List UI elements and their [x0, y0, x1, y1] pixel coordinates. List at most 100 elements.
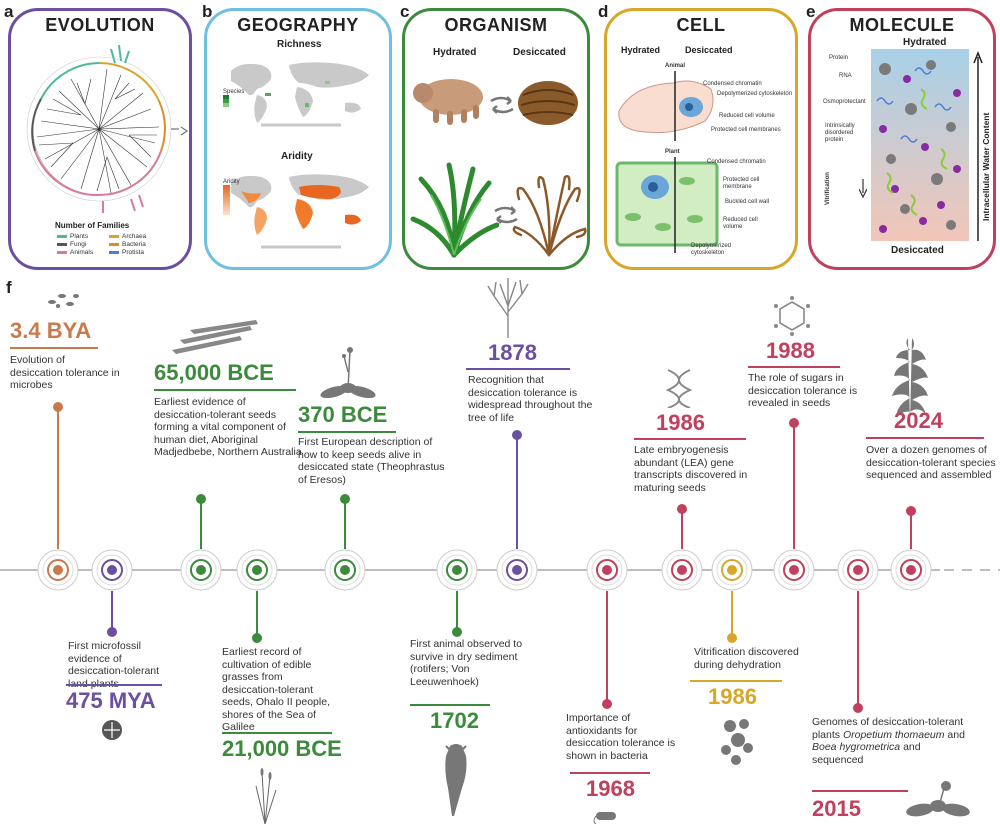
stem-475-mya — [111, 591, 113, 631]
molecule-desiccated-label: Desiccated — [891, 245, 944, 256]
timeline-node-1878 — [496, 549, 538, 591]
event-text-2015: Genomes of desiccation-tolerant plants O… — [812, 716, 965, 766]
timeline-node-370-bce — [324, 549, 366, 591]
stem-dot-1968 — [602, 699, 612, 709]
phylogenetic-tree-icon — [26, 44, 189, 213]
animal-cell-icon — [618, 71, 714, 141]
event-text-475-mya: First microfossil evidence of desiccatio… — [68, 640, 160, 690]
rotifer-icon — [445, 744, 467, 816]
timeline-node-2024 — [890, 549, 932, 591]
organism-hydrated-label: Hydrated — [433, 47, 477, 58]
timeline-continuation — [944, 569, 1000, 571]
timeline-node-3-4-bya — [37, 549, 79, 591]
richness-label: Richness — [277, 39, 322, 50]
stem-1968 — [606, 591, 608, 703]
panel-e-letter: e — [806, 2, 816, 21]
event-text-3-4-bya: Evolution of desiccation tolerance in mi… — [10, 354, 120, 391]
stem-dot-65000-bce — [196, 494, 206, 504]
panel-cell-title: CELL — [676, 15, 726, 35]
legend-archaea: Archaea — [109, 233, 146, 240]
aridity-map-icon — [223, 174, 369, 249]
molecule-note-protein: Protein — [829, 55, 849, 61]
tardigrade-icon — [413, 79, 483, 125]
year-underline-2015 — [812, 790, 908, 792]
timeline-node-2015 — [837, 549, 879, 591]
year-1986-vitrification: 1986 — [708, 684, 757, 709]
desiccated-grass-icon — [512, 175, 587, 257]
stem-21000-bce — [256, 591, 258, 637]
organism-desiccated-label: Desiccated — [513, 47, 566, 58]
panel-d-letter: d — [598, 2, 609, 21]
animal-note-2: Depolymerized cytoskeleton — [717, 91, 793, 97]
panel-evolution-title: EVOLUTION — [45, 15, 155, 35]
seedling-plant-icon — [320, 347, 376, 399]
timeline-node-1986-vitrification — [711, 549, 753, 591]
year-2024: 2024 — [894, 408, 943, 433]
year-1986-lea: 1986 — [656, 410, 705, 435]
stem-65000-bce — [200, 500, 202, 549]
plant-note-4: Reduced cell volume — [723, 217, 758, 230]
animal-note-4: Protected cell membranes — [711, 127, 781, 133]
year-1702: 1702 — [430, 708, 479, 733]
year-underline-1878 — [466, 368, 570, 370]
year-underline-21000-bce — [222, 732, 332, 734]
plant-note-2: Protected cell membrane — [723, 177, 760, 190]
sugar-ring-icon — [774, 296, 810, 336]
year-2015: 2015 — [812, 796, 861, 821]
event-text-65000-bce: Earliest evidence of desiccation-toleran… — [154, 396, 302, 458]
stem-370-bce — [344, 500, 346, 549]
microbes-icon — [48, 294, 79, 308]
cell-desiccated-label: Desiccated — [685, 45, 733, 55]
legend-fungi: Fungi — [57, 241, 86, 248]
year-underline-1986-lea — [634, 438, 746, 440]
event-text-370-bce: First European description of how to kee… — [298, 436, 445, 486]
event-text-1968: Importance of antioxidants for desiccati… — [566, 712, 676, 762]
stem-dot-1702 — [452, 627, 462, 637]
grinding-stones-icon — [172, 320, 258, 354]
year-370-bce: 370 BCE — [298, 402, 388, 427]
molecule-note-osmoprotectant: Osmoprotectant — [823, 99, 866, 105]
panel-a-letter: a — [4, 2, 14, 21]
legend-protista: Protista — [109, 249, 144, 256]
animal-note-1: Condensed chromatin — [703, 81, 762, 87]
legend-plants: Plants — [57, 233, 88, 240]
stem-1702 — [456, 591, 458, 631]
hydrated-grass-icon — [410, 162, 499, 258]
year-1988: 1988 — [766, 338, 815, 363]
event-text-1702: First animal observed to survive in dry … — [410, 638, 523, 688]
event-text-2024: Over a dozen genomes of desiccation-tole… — [866, 444, 996, 481]
panel-molecule-title: MOLECULE — [849, 15, 955, 35]
stem-dot-475-mya — [107, 627, 117, 637]
panel-molecule: MOLECULE Hydrated Protein RNA Osmoprotec… — [808, 8, 996, 270]
stem-1878 — [516, 436, 518, 549]
molecule-note-rna: RNA — [839, 73, 852, 79]
panel-evolution: EVOLUTION Number of Families Plants Fung… — [8, 8, 192, 270]
timeline-node-475-mya — [91, 549, 133, 591]
wild-grass-icon — [255, 768, 277, 825]
year-underline-1988 — [748, 366, 840, 368]
timeline-node-1702 — [436, 549, 478, 591]
panel-cell: CELL Hydrated Desiccated Animal Condense… — [604, 8, 798, 270]
vitrification-label: Vitrification — [825, 172, 831, 205]
molecule-note-idp: Intrinsically disordered protein — [825, 123, 855, 143]
swap-arrows-icon-2 — [494, 206, 518, 224]
plant-cell-label: Plant — [665, 149, 680, 155]
stem-dot-3-4-bya — [53, 402, 63, 412]
event-text-1986-vitrification: Vitrification discovered during dehydrat… — [694, 646, 799, 671]
event-text-1878: Recognition that desiccation tolerance i… — [468, 374, 593, 424]
plant-note-5: Depolymerized cytoskeleton — [691, 243, 732, 256]
timeline-node-65000-bce — [180, 549, 222, 591]
aridity-label: Aridity — [281, 151, 313, 162]
year-21000-bce: 21,000 BCE — [222, 736, 342, 761]
species-legend-label: Species — [223, 89, 245, 95]
molecule-hydrated-label: Hydrated — [903, 37, 947, 48]
year-underline-1702 — [410, 704, 490, 706]
year-underline-475-mya — [66, 684, 162, 686]
timeline-node-1986-lea — [661, 549, 703, 591]
year-underline-3-4-bya — [10, 347, 98, 349]
richness-map-icon — [223, 62, 369, 127]
timeline-node-1968 — [586, 549, 628, 591]
water-content-arrow-icon — [973, 51, 983, 241]
animal-cell-label: Animal — [665, 63, 686, 69]
panel-c-letter: c — [400, 2, 410, 21]
